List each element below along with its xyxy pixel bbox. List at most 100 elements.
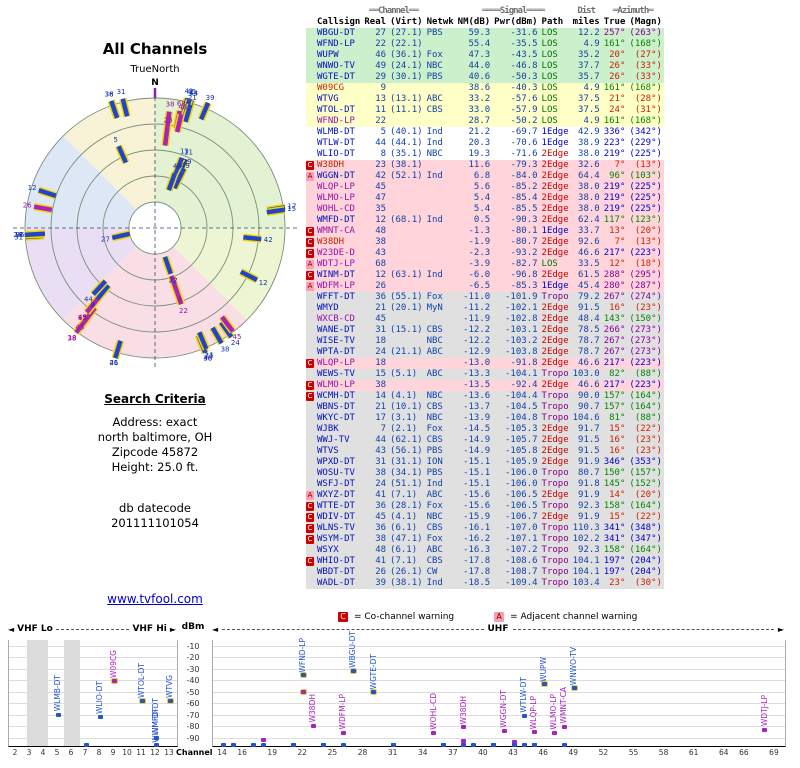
uhf-label: UHF	[487, 624, 509, 634]
co-channel-warning-icon: C	[306, 227, 314, 236]
station-marker	[320, 743, 326, 748]
adjacent-channel-warning-icon: A	[306, 172, 314, 181]
station-label: WDTJ-LP	[759, 695, 769, 727]
warning-marker: C	[306, 556, 315, 567]
gridline	[213, 703, 785, 705]
polar-channel-label: 36	[16, 231, 25, 239]
polar-sector	[155, 228, 285, 320]
x-tick-label: 52	[598, 748, 609, 757]
co-channel-warning-icon: C	[306, 249, 314, 258]
station-marker	[260, 738, 266, 742]
search-line: Height: 25.0 ft.	[111, 460, 199, 474]
station-marker	[531, 743, 537, 748]
y-tick-label: -20	[186, 653, 200, 663]
warning-marker	[306, 402, 315, 413]
polar-channel-label: 48	[203, 355, 212, 363]
polar-channel-label: 29	[183, 158, 192, 166]
station-marker	[471, 743, 477, 748]
polar-channel-label: 5	[113, 136, 117, 144]
station-marker	[230, 743, 236, 748]
polar-bar	[113, 340, 123, 359]
warning-marker: C	[306, 248, 315, 259]
x-tick-label: 22	[297, 748, 308, 757]
polar-channel-label: 11	[184, 149, 193, 157]
gridline	[9, 714, 177, 716]
station-marker	[290, 743, 296, 748]
station-label: WLMB-DT	[53, 675, 62, 712]
chart-legend: C = Co-channel warning A = Adjacent chan…	[338, 612, 637, 622]
warning-marker	[306, 215, 315, 226]
polar-channel-label: 48	[178, 104, 187, 112]
warning-marker	[306, 325, 315, 336]
polar-channel-label: 38	[221, 345, 230, 353]
polar-channel-label: 22	[169, 276, 178, 284]
station-marker	[501, 729, 507, 734]
vhf-hi-label: VHF Hi	[132, 624, 167, 634]
polar-bar	[174, 113, 184, 133]
co-channel-warning-icon: C	[306, 238, 314, 247]
warning-marker	[306, 94, 315, 105]
adjacent-channel-warning-icon: A	[306, 260, 314, 269]
station-marker	[300, 690, 306, 695]
x-tick-label: 49	[568, 748, 579, 757]
warning-marker: C	[306, 501, 315, 512]
co-channel-warning-icon: C	[306, 524, 314, 533]
warning-marker: A	[306, 171, 315, 182]
gridline	[213, 668, 785, 670]
warning-marker	[306, 336, 315, 347]
x-tick-label: 7	[82, 748, 88, 757]
x-tick-label: 34	[417, 748, 428, 757]
station-marker	[340, 743, 346, 748]
polar-channel-label: 18	[14, 231, 23, 239]
polar-channel-label: 35	[78, 314, 87, 322]
station-marker	[371, 690, 377, 695]
polar-channel-label: 24	[231, 339, 240, 347]
polar-channel-label: 38	[67, 334, 76, 342]
polar-channel-label: 41	[109, 359, 118, 367]
col-pwr: Pwr(dBm)	[494, 17, 538, 27]
warning-marker	[306, 138, 315, 149]
polar-channel-label: 43	[75, 324, 84, 332]
tvfool-link[interactable]: www.tvfool.com	[107, 592, 203, 606]
x-tick-label: 40	[478, 748, 488, 757]
co-channel-warning-icon: C	[306, 513, 314, 522]
polar-channel-label: 39	[206, 94, 215, 102]
vhf-lo-label: VHF Lo	[17, 624, 53, 634]
polar-channel-label: 46	[173, 163, 182, 171]
x-tick-label: 14	[217, 748, 227, 757]
station-marker	[153, 743, 159, 748]
col-real: Real	[364, 17, 387, 27]
warning-marker: C	[306, 391, 315, 402]
station-label: W09CG	[109, 649, 118, 678]
polar-channel-label: 38	[105, 91, 114, 99]
search-criteria-title: Search Criteria	[104, 392, 206, 406]
warning-marker	[306, 83, 315, 94]
table-column-header: Callsign Real (Virt) Netwk NM(dB) Pwr(dB…	[306, 17, 664, 28]
warning-marker: C	[306, 358, 315, 369]
polar-bar	[266, 207, 285, 215]
y-tick-label: -40	[186, 676, 200, 686]
band-divider	[55, 628, 130, 630]
polar-sector	[25, 228, 155, 320]
page-title: All Channels	[102, 40, 208, 58]
x-tick-label: 10	[122, 748, 132, 757]
group-azimuth: ═Azimuth═	[612, 6, 654, 16]
polar-bar	[169, 275, 180, 294]
warning-marker	[306, 292, 315, 303]
x-tick-label: 61	[688, 748, 699, 757]
